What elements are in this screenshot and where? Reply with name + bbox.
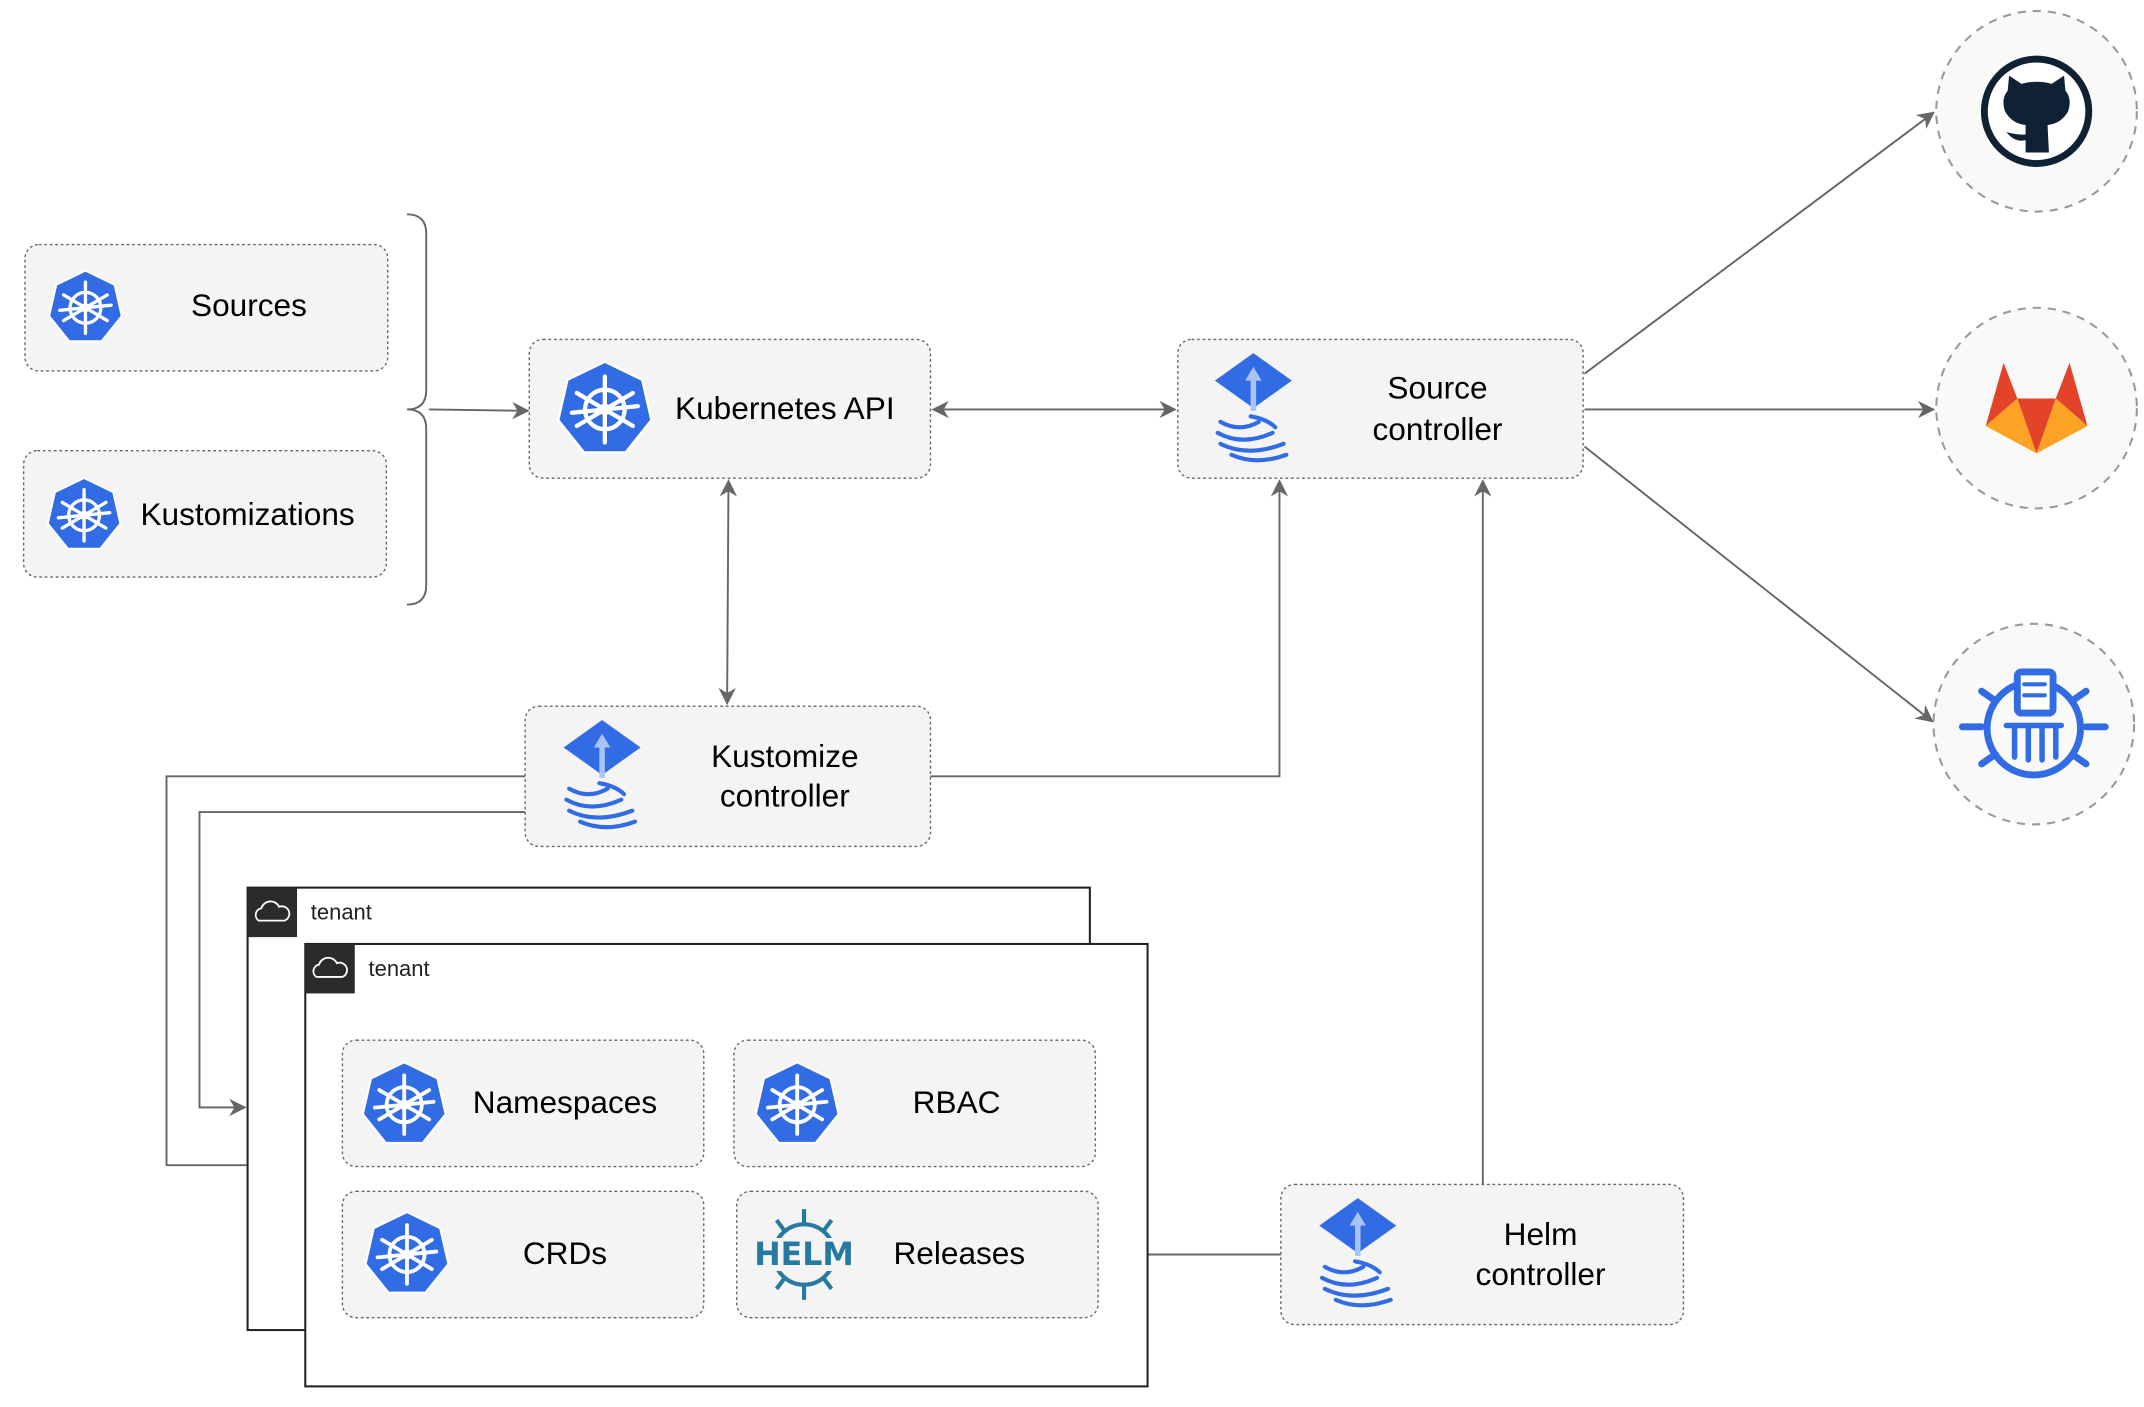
edge-kustomize-to-tenant-front [165,775,526,1174]
rbac-label: RBAC [913,1084,1001,1120]
brace-connector [406,213,428,606]
helm-controller-label-line2: controller [1476,1256,1606,1292]
edge-source-to-helm-repo [1583,445,1934,723]
kustomize-controller-label-line1: Kustomize [711,738,858,774]
gitlab-icon [1985,362,2088,454]
helm-icon: HELM [754,1209,854,1300]
kubernetes-api-node[interactable]: Kubernetes API [528,338,932,479]
github-node[interactable] [1935,9,2138,213]
helm-repository-node[interactable] [1932,622,2136,826]
edge-source-to-github [1583,111,1935,375]
source-controller-label-line1: Source [1387,370,1487,406]
edge-api-kustomize-controller [718,479,738,706]
cloud-icon [312,956,348,978]
source-controller-label-line2: controller [1373,411,1503,447]
edge-kustomize-to-tenant-back [198,811,526,1117]
helm-repository-icon [1958,668,2109,779]
tenant-label: tenant [369,956,430,981]
namespaces-label: Namespaces [473,1084,657,1120]
source-controller-node[interactable]: Source controller [1177,338,1584,479]
kustomize-controller-node[interactable]: Kustomize controller [524,705,932,848]
cloud-icon [254,900,291,922]
edge-kustomize-to-source [930,479,1289,778]
crds-node[interactable]: CRDs [341,1190,705,1319]
github-icon [1980,55,2093,167]
rbac-node[interactable]: RBAC [733,1039,1097,1168]
helm-logo-text: HELM [754,1237,854,1273]
kustomizations-label: Kustomizations [140,496,354,532]
sources-node[interactable]: Sources [24,243,389,372]
helm-controller-node[interactable]: Helm controller [1280,1183,1685,1326]
kustomizations-node[interactable]: Kustomizations [22,449,388,578]
gitlab-node[interactable] [1935,306,2138,510]
kustomize-controller-label-line2: controller [720,778,850,814]
releases-label: Releases [893,1235,1025,1271]
releases-node[interactable]: HELM Releases [736,1190,1099,1319]
sources-label: Sources [191,287,307,323]
kubernetes-api-label: Kubernetes API [675,390,895,426]
edge-crds-to-api [428,401,530,420]
helm-controller-label-line1: Helm [1504,1216,1578,1252]
crds-label: CRDs [523,1235,607,1271]
namespaces-node[interactable]: Namespaces [341,1039,705,1168]
tenant-label: tenant [311,900,372,925]
